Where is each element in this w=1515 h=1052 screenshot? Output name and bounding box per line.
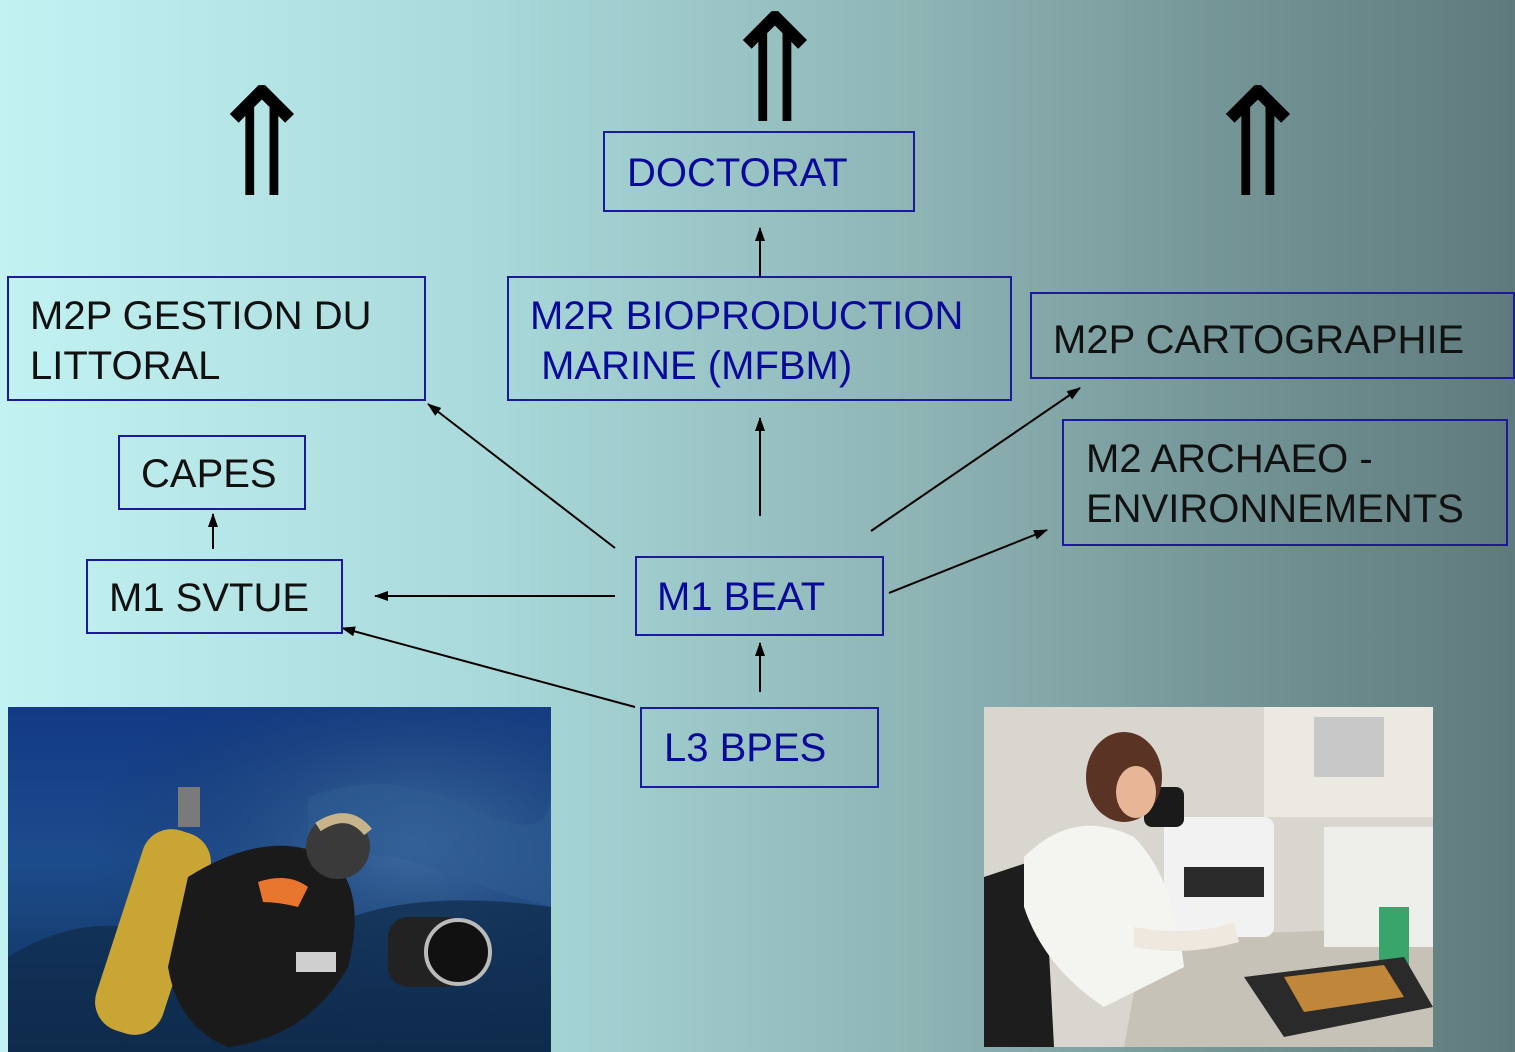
arrow-l3bpes-to-m1svtue xyxy=(341,626,636,708)
m1-beat-box: M1 BEAT xyxy=(635,556,884,636)
scuba-diver-photo xyxy=(8,707,551,1052)
arrow-m1beat-to-m2p-gestion xyxy=(427,403,616,549)
m2p-gestion-littoral-box: M2P GESTION DU LITTORAL xyxy=(7,276,426,401)
doctorat-box: DOCTORAT xyxy=(603,131,915,212)
m1-svtue-box: M1 SVTUE xyxy=(86,559,343,634)
arrow-m1beat-to-m2-archaeo xyxy=(888,529,1048,594)
m2r-bioproduction-box: M2R BIOPRODUCTION MARINE (MFBM) xyxy=(507,276,1012,401)
double-up-arrow-right: ⇑ xyxy=(1195,57,1321,231)
m2-archaeo-box: M2 ARCHAEO - ENVIRONNEMENTS xyxy=(1062,419,1508,546)
m2p-cartographie-box: M2P CARTOGRAPHIE xyxy=(1030,292,1515,379)
arrow-m1beat-to-m2p-cartographie xyxy=(870,387,1081,532)
lab-microscope-photo xyxy=(984,707,1433,1047)
double-up-arrow-center: ⇑ xyxy=(712,0,838,157)
capes-box: CAPES xyxy=(118,435,306,510)
l3-bpes-box: L3 BPES xyxy=(640,707,879,788)
double-up-arrow-left: ⇑ xyxy=(199,57,325,231)
